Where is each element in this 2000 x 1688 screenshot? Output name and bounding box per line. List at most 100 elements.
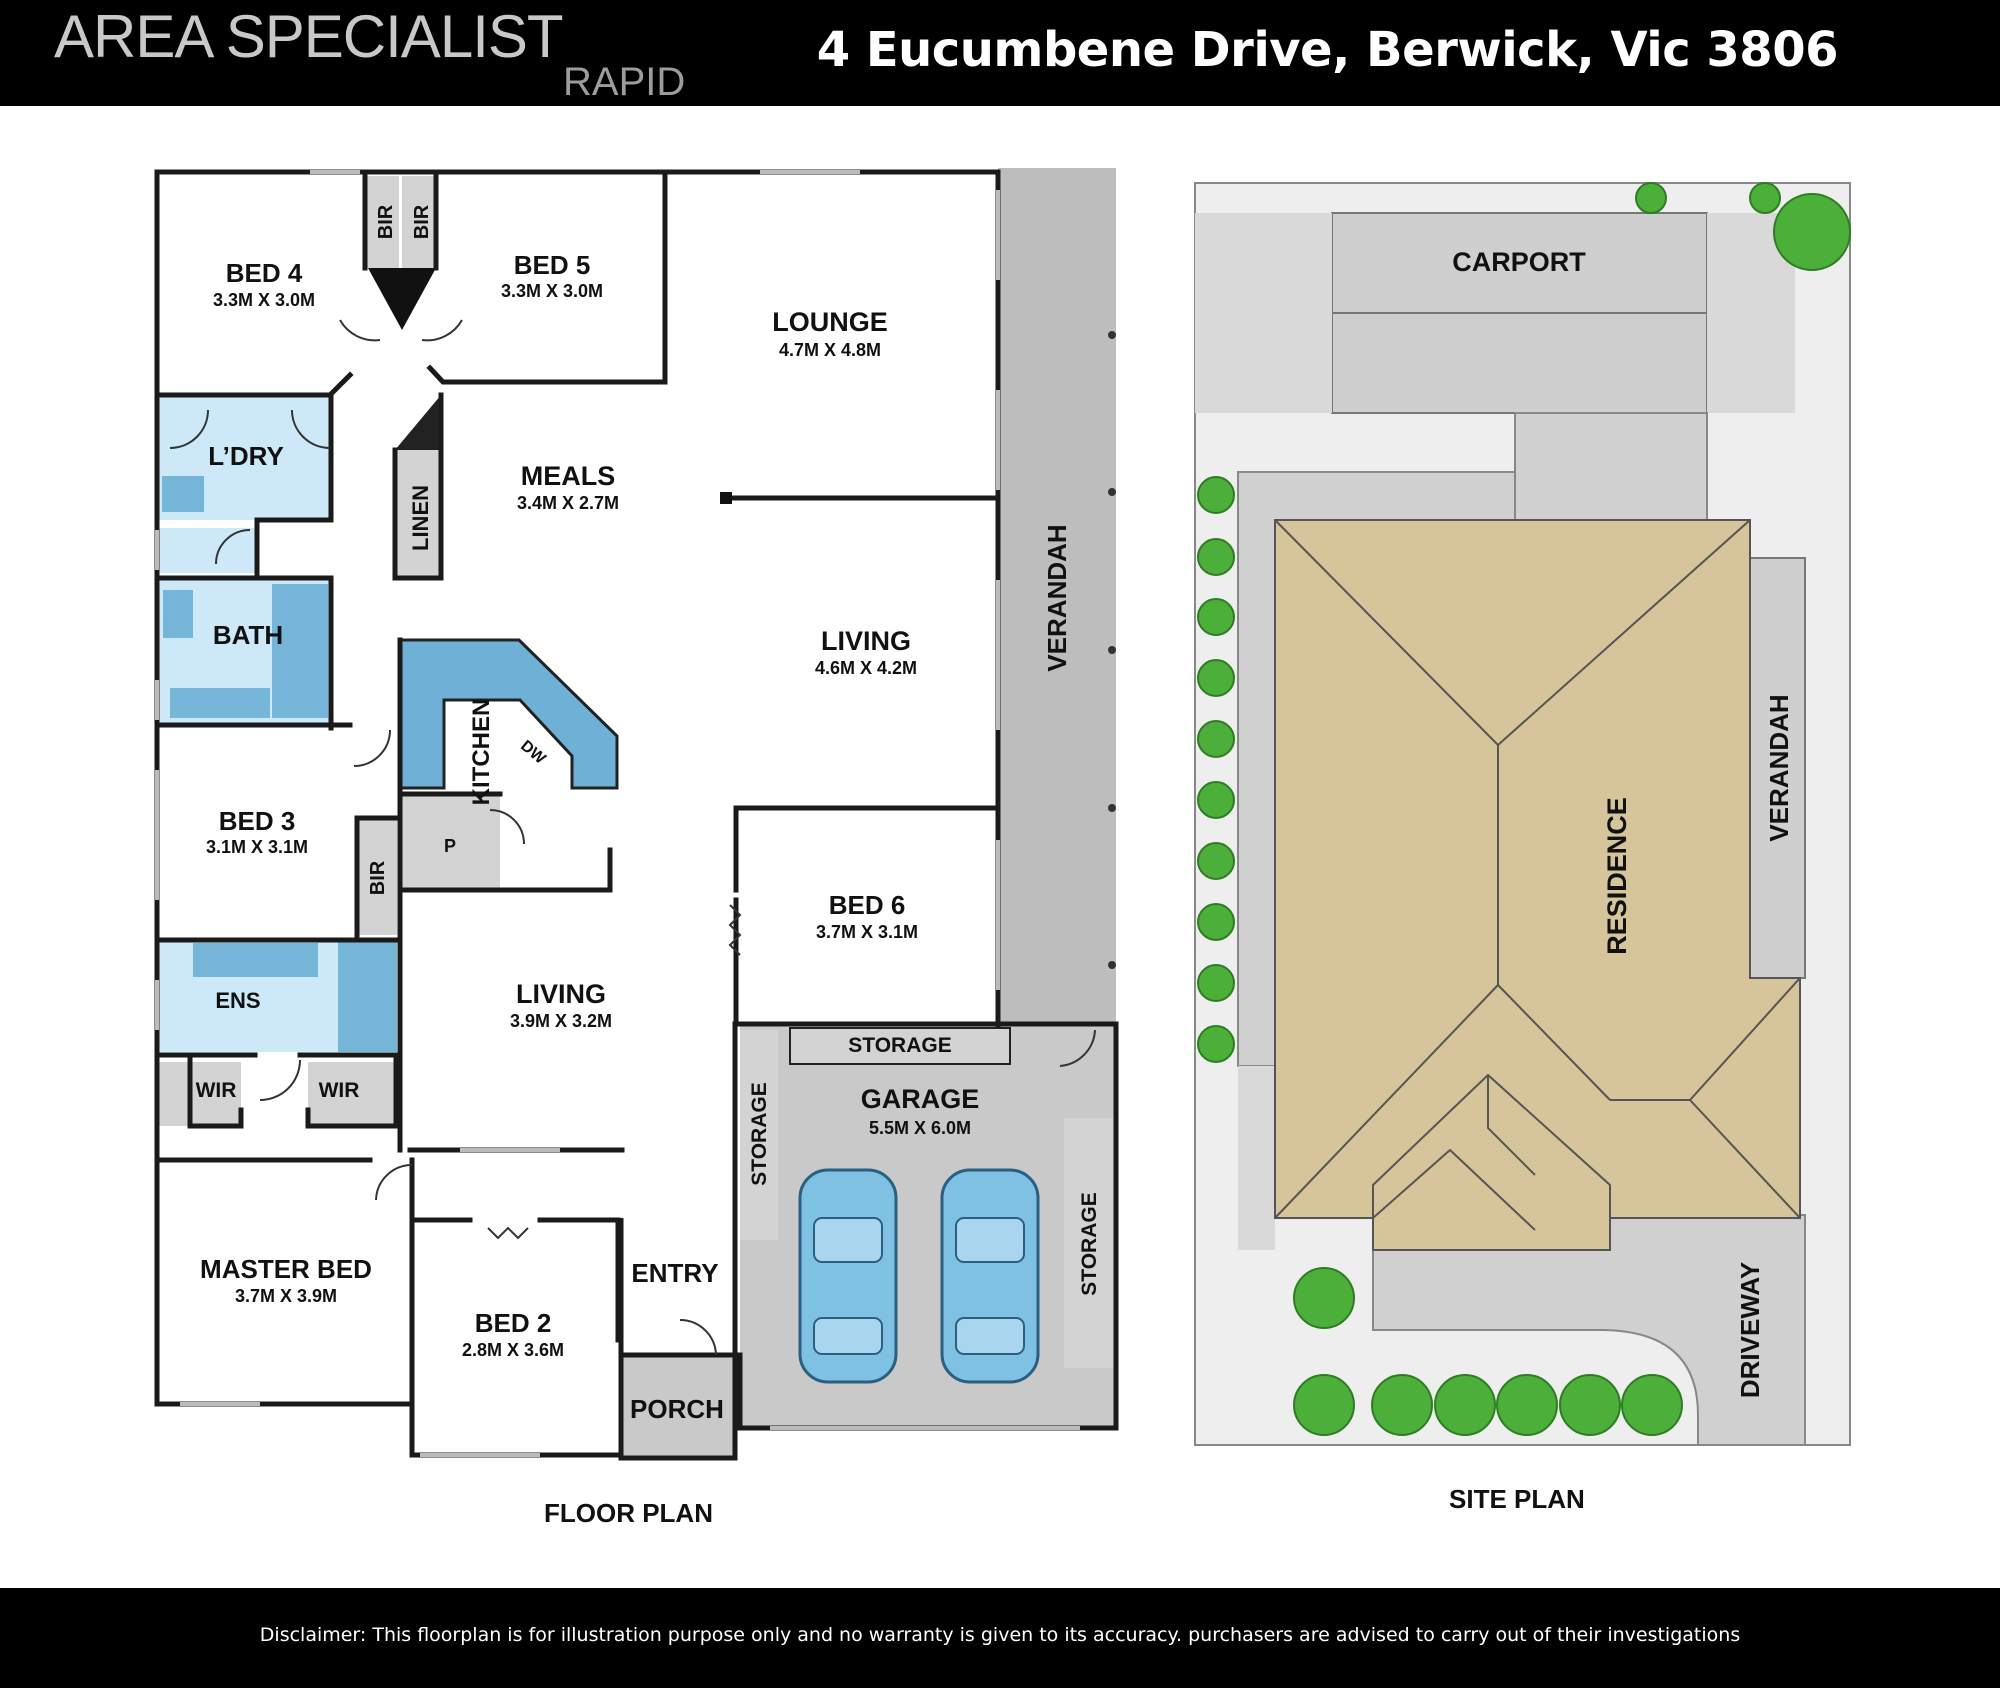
bir-bed4-area	[365, 176, 399, 268]
vanity-fixture	[193, 943, 318, 977]
floor-plan-caption: FLOOR PLAN	[544, 1498, 713, 1528]
tree-icon	[1197, 1025, 1235, 1063]
tree-icon	[1773, 193, 1851, 271]
label-bed2: BED 2	[475, 1308, 552, 1338]
label-bed4: BED 4	[226, 258, 303, 288]
tree-icon	[1293, 1267, 1355, 1329]
label-bir-bed4: BIR	[375, 204, 397, 239]
trees	[1197, 182, 1851, 1436]
dim-master-bed: 3.7M X 3.9M	[235, 1286, 337, 1306]
label-laundry: L’DRY	[208, 441, 284, 471]
brand-sub: RAPID	[563, 60, 686, 104]
dim-lounge: 4.7M X 4.8M	[779, 340, 881, 360]
label-ensuite: ENS	[215, 988, 260, 1013]
site-plan: CARPORT RESIDENCE VERANDAH DRIVEWAY	[1194, 182, 1851, 1446]
bathtub-fixture	[170, 688, 270, 718]
floor-plan-walls	[154, 169, 1119, 1461]
label-carport: CARPORT	[1452, 247, 1586, 277]
tree-icon	[1197, 903, 1235, 941]
label-verandah-site: VERANDAH	[1764, 694, 1794, 841]
label-kitchen: KITCHEN	[468, 699, 495, 806]
storage-right-area	[1064, 1118, 1114, 1368]
tree-icon	[1371, 1374, 1433, 1436]
kitchen-bench	[398, 638, 619, 790]
label-linen: LINEN	[408, 485, 433, 551]
dim-living-front: 3.9M X 3.2M	[510, 1011, 612, 1031]
linen-area	[395, 450, 441, 578]
label-bir-bed3: BIR	[367, 860, 389, 895]
label-master-bed: MASTER BED	[200, 1254, 372, 1284]
paving-right	[1707, 213, 1795, 413]
driveway	[1372, 1214, 1806, 1446]
header-bar: AREA SPECIALIST RAPID 4 Eucumbene Drive,…	[0, 0, 2000, 106]
shower-fixture	[338, 940, 397, 1052]
verandah-posts	[1108, 331, 1116, 969]
brand-logo: AREA SPECIALIST	[54, 3, 564, 70]
bath-bench-fixture	[272, 584, 328, 718]
label-bir-bed5: BIR	[411, 204, 433, 239]
linen-door-wedge	[395, 395, 441, 450]
wc-area	[157, 528, 256, 573]
label-dishwasher: DW	[517, 737, 549, 768]
tree-icon	[1621, 1374, 1683, 1436]
floor-plan: BED 4 3.3M X 3.0M BED 5 3.3M X 3.0M BIR …	[154, 168, 1119, 1461]
disclaimer-text: Disclaimer: This floorplan is for illust…	[259, 1624, 1741, 1646]
label-meals: MEALS	[521, 461, 616, 491]
tree-icon	[1197, 842, 1235, 880]
wall-stub	[720, 492, 732, 504]
label-wir-left: WIR	[196, 1079, 237, 1102]
car-left	[798, 1168, 898, 1384]
tree-icon	[1197, 598, 1235, 636]
laundry-tub-fixture	[162, 476, 204, 512]
tree-icon	[1197, 964, 1235, 1002]
residence-roof	[1274, 519, 1801, 1251]
label-bed6: BED 6	[829, 890, 906, 920]
tree-icon	[1293, 1374, 1355, 1436]
label-verandah-floor: VERANDAH	[1042, 524, 1072, 671]
label-entry: ENTRY	[631, 1258, 718, 1288]
path-to-carport	[1514, 412, 1708, 521]
tree-icon	[1559, 1374, 1621, 1436]
dim-bed5: 3.3M X 3.0M	[501, 281, 603, 301]
label-residence: RESIDENCE	[1602, 797, 1632, 955]
label-wir-right: WIR	[319, 1079, 360, 1102]
tree-icon	[1197, 659, 1235, 697]
label-garage: GARAGE	[861, 1084, 980, 1114]
tree-icon	[1197, 720, 1235, 758]
property-address: 4 Eucumbene Drive, Berwick, Vic 3806	[816, 22, 1839, 78]
dim-bed3: 3.1M X 3.1M	[206, 837, 308, 857]
dim-bed6: 3.7M X 3.1M	[816, 922, 918, 942]
dim-bed2: 2.8M X 3.6M	[462, 1340, 564, 1360]
dim-living-rear: 4.6M X 4.2M	[815, 658, 917, 678]
storage-left-area	[740, 1030, 778, 1240]
door-swings	[169, 319, 1096, 1356]
label-living-rear: LIVING	[821, 626, 911, 656]
tree-icon	[1197, 476, 1235, 514]
tree-icon	[1197, 781, 1235, 819]
tree-icon	[1635, 182, 1667, 214]
verandah-area	[998, 168, 1116, 1026]
label-storage-top: STORAGE	[848, 1034, 951, 1057]
bir-bed5-area	[402, 176, 436, 268]
label-bath: BATH	[213, 620, 283, 650]
tree-icon	[1197, 538, 1235, 576]
site-plan-caption: SITE PLAN	[1449, 1484, 1585, 1514]
dim-garage: 5.5M X 6.0M	[869, 1118, 971, 1138]
dim-meals: 3.4M X 2.7M	[517, 493, 619, 513]
label-lounge: LOUNGE	[772, 307, 888, 337]
pantry-area	[400, 794, 500, 889]
storage-top-area	[789, 1027, 1011, 1065]
footer-bar: Disclaimer: This floorplan is for illust…	[0, 1588, 2000, 1688]
label-porch: PORCH	[630, 1394, 724, 1424]
label-bed3: BED 3	[219, 806, 296, 836]
basin-fixture	[163, 590, 193, 638]
wir-left-area	[157, 1062, 241, 1126]
front-path	[1238, 1066, 1275, 1250]
label-bed5: BED 5	[514, 250, 591, 280]
bir-bed3-area	[357, 818, 397, 935]
label-pantry: P	[444, 836, 456, 856]
hall-door-wedge	[368, 268, 436, 330]
paving-left	[1195, 213, 1332, 413]
car-right	[940, 1168, 1040, 1384]
